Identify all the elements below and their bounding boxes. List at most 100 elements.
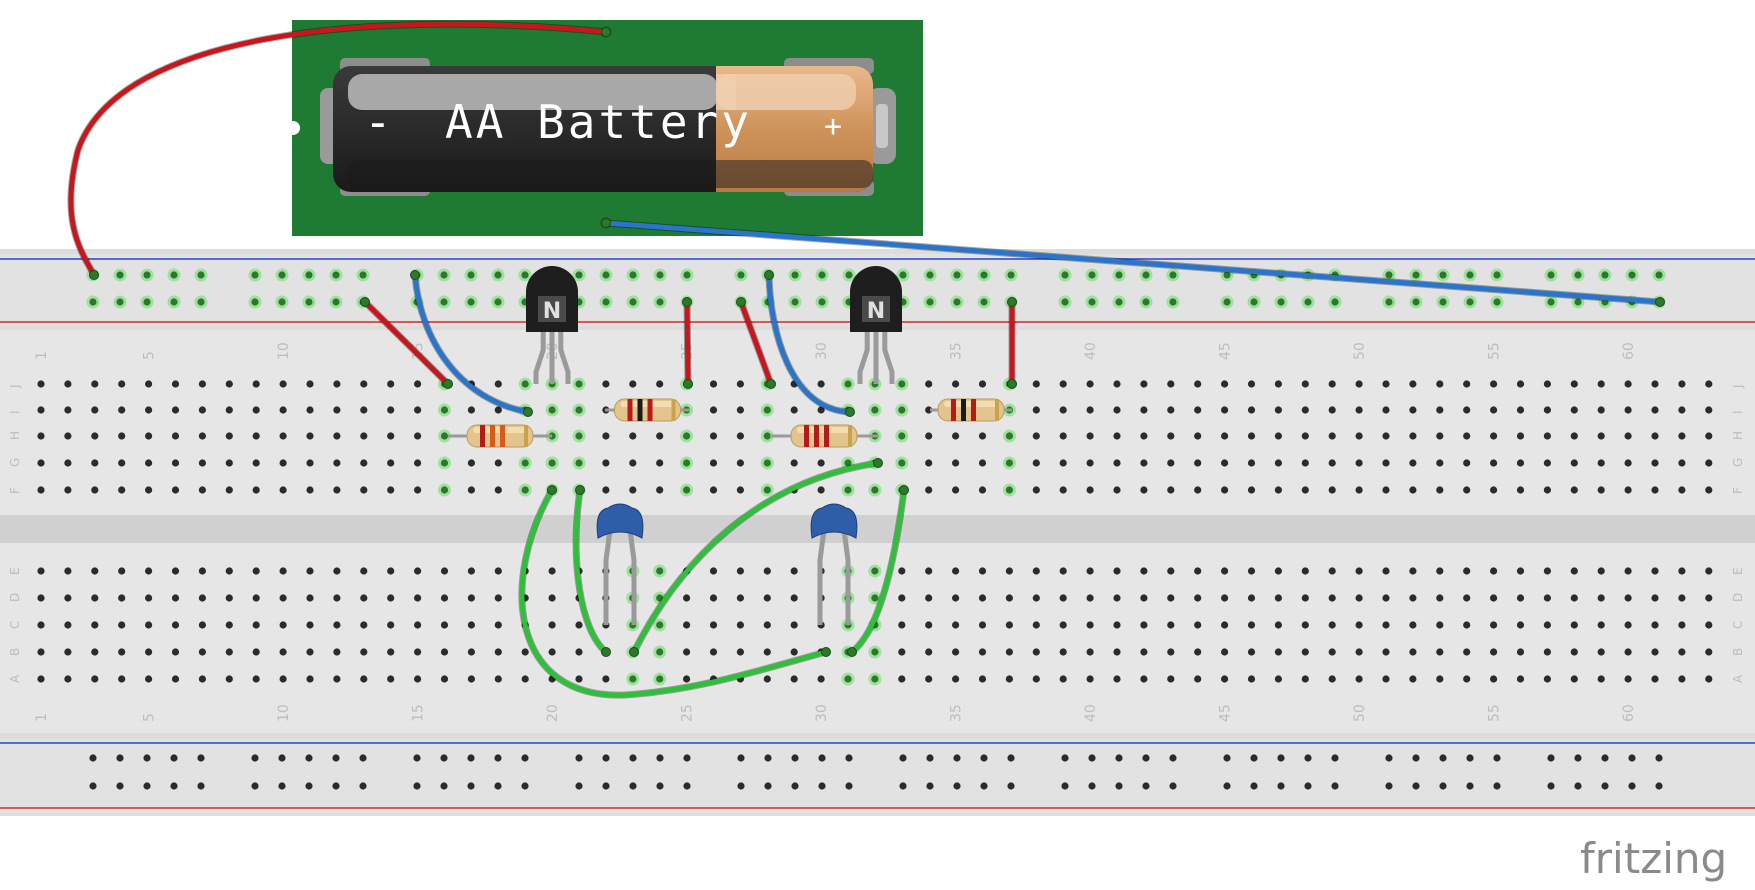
breadboard-hole (978, 648, 987, 656)
rail-hole (1493, 782, 1501, 790)
breadboard-hole (1570, 459, 1578, 467)
breadboard-hole (602, 486, 610, 494)
breadboard-hole (1167, 380, 1175, 388)
breadboard-hole (1355, 594, 1363, 602)
breadboard-hole (521, 675, 529, 683)
breadboard-hole (1624, 621, 1632, 629)
breadboard-hole (1705, 621, 1713, 629)
wire-end (89, 270, 99, 280)
breadboard-hole (306, 459, 314, 467)
breadboard-hole (898, 621, 906, 629)
rail-hole (845, 782, 853, 790)
breadboard-hole (1463, 621, 1471, 629)
breadboard-hole (548, 432, 556, 440)
breadboard-hole (440, 432, 449, 440)
rail-hole (629, 754, 637, 762)
breadboard-hole (575, 406, 583, 414)
breadboard-hole (656, 432, 664, 440)
bottom-power-rail (0, 739, 1755, 813)
breadboard-hole (1382, 648, 1390, 656)
breadboard-hole (1032, 380, 1040, 388)
breadboard-hole (333, 648, 341, 656)
breadboard-hole (790, 567, 798, 575)
breadboard-hole (91, 675, 99, 683)
rail-hole (494, 782, 502, 790)
breadboard-hole (736, 380, 745, 388)
breadboard-hole (279, 432, 287, 440)
breadboard-hole (709, 459, 718, 467)
breadboard-hole (1328, 459, 1336, 467)
breadboard-hole (467, 648, 475, 656)
breadboard-hole (1086, 406, 1094, 414)
breadboard-hole (1221, 406, 1229, 414)
rail-hole (1655, 271, 1663, 279)
breadboard-hole (978, 621, 987, 629)
breadboard-hole (844, 675, 852, 683)
breadboard-hole (898, 567, 906, 575)
breadboard-hole (387, 648, 395, 656)
breadboard-hole (763, 567, 771, 575)
breadboard-hole (171, 648, 180, 656)
rail-hole (602, 271, 610, 279)
breadboard-hole (306, 432, 314, 440)
breadboard-hole (1221, 380, 1229, 388)
battery-minus-label: - (364, 95, 395, 149)
rail-hole (278, 298, 286, 306)
rail-hole (251, 298, 259, 306)
breadboard-hole (1516, 486, 1525, 494)
rail-hole (332, 271, 340, 279)
breadboard-hole (1328, 621, 1336, 629)
breadboard-hole (1436, 406, 1444, 414)
rail-hole (1331, 754, 1339, 762)
breadboard-hole (1113, 675, 1121, 683)
breadboard-hole (1113, 594, 1121, 602)
rail-hole (1223, 271, 1231, 279)
breadboard-hole (1678, 459, 1686, 467)
wire-blue-battery (603, 220, 1663, 305)
breadboard-hole (414, 648, 422, 656)
breadboard-hole (360, 486, 368, 494)
breadboard-hole (1301, 406, 1309, 414)
breadboard-hole (1005, 594, 1014, 602)
breadboard-hole (414, 459, 422, 467)
breadboard-hole (1490, 459, 1498, 467)
breadboard-hole (64, 432, 72, 440)
breadboard-hole (1570, 648, 1578, 656)
breadboard-hole (387, 406, 395, 414)
breadboard-hole (306, 648, 314, 656)
breadboard-hole (1328, 594, 1336, 602)
breadboard-hole (629, 675, 637, 683)
row-label-right: E (1731, 567, 1745, 575)
rail-hole (359, 271, 367, 279)
rail-hole (602, 298, 610, 306)
breadboard-hole (709, 621, 718, 629)
breadboard-hole (118, 459, 126, 467)
wire-end (821, 647, 831, 657)
breadboard-hole (1247, 594, 1256, 602)
rail-hole (1439, 754, 1447, 762)
breadboard-hole (279, 380, 287, 388)
rail-hole (791, 271, 799, 279)
rail-hole (143, 754, 151, 762)
wire-end (601, 647, 611, 657)
breadboard-hole (1221, 459, 1229, 467)
breadboard-hole (1194, 594, 1202, 602)
wire-blue-2 (766, 272, 853, 415)
breadboard-hole (1247, 567, 1256, 575)
rail-hole (1574, 271, 1582, 279)
rail-hole (521, 754, 529, 762)
breadboard-hole (1382, 432, 1390, 440)
rail-hole (575, 782, 583, 790)
breadboard-hole (225, 459, 233, 467)
breadboard-hole (925, 567, 933, 575)
breadboard-hole (736, 594, 745, 602)
breadboard-hole (145, 648, 153, 656)
rail-hole (413, 754, 421, 762)
column-label-bottom: 15 (411, 704, 427, 722)
rail-hole (1115, 271, 1123, 279)
breadboard-hole (925, 675, 933, 683)
column-label-bottom: 60 (1621, 704, 1637, 722)
breadboard-hole (1597, 621, 1605, 629)
breadboard-hole (1651, 675, 1659, 683)
